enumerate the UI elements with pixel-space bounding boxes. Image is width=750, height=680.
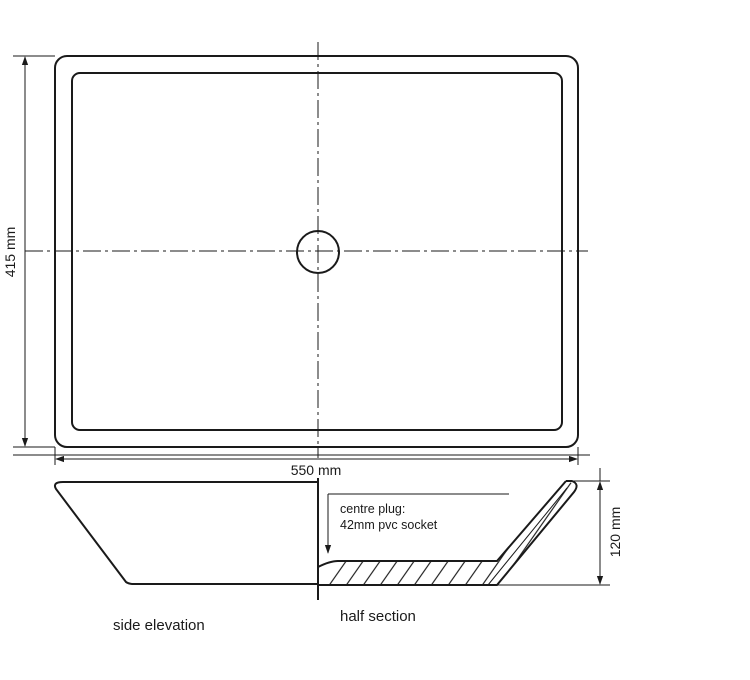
drain-hole — [296, 230, 340, 274]
plug-note-line2: 42mm pvc socket — [340, 518, 438, 532]
section-inner-profile — [317, 480, 567, 568]
plug-note-line1: centre plug: — [340, 502, 405, 516]
depth-dimension: 415 mm — [2, 55, 55, 448]
side-elevation-outline — [53, 481, 318, 585]
half-section — [317, 480, 578, 586]
side-elevation — [53, 481, 318, 585]
side-elevation-caption: side elevation — [113, 617, 205, 634]
height-label: 120 mm — [607, 507, 623, 558]
width-dimension: 550 mm — [13, 447, 590, 478]
width-label: 550 mm — [291, 462, 342, 478]
plug-note: centre plug: 42mm pvc socket — [324, 493, 509, 554]
depth-label: 415 mm — [2, 227, 18, 278]
plan-view — [25, 42, 588, 458]
half-section-caption: half section — [340, 608, 416, 625]
section-wall-line — [487, 487, 568, 586]
section-hatch — [324, 481, 578, 585]
height-dimension: 120 mm — [497, 468, 623, 586]
